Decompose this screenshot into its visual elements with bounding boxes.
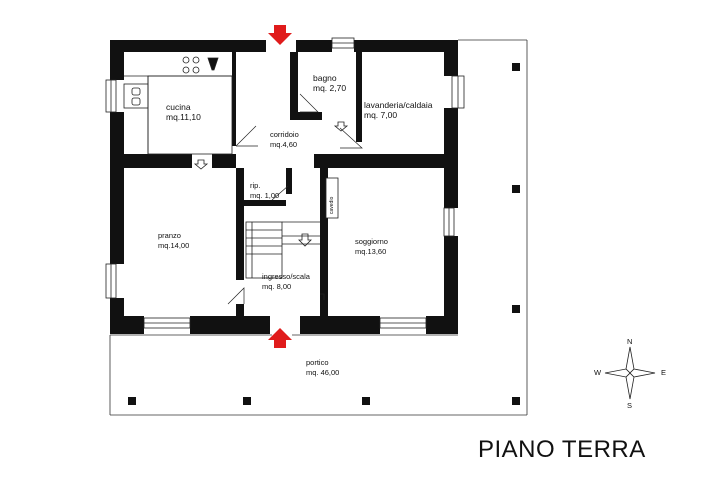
room-name: portico	[306, 358, 329, 367]
compass-west-label: W	[594, 368, 602, 377]
room-label-portico: portico mq. 46,00	[306, 358, 339, 378]
room-label-ingresso: ingresso/scala mq. 8,00	[262, 272, 310, 292]
compass-south-label: S	[627, 401, 633, 410]
kitchen-fixtures	[123, 56, 233, 155]
room-name: ingresso/scala	[262, 272, 310, 281]
room-name: cucina	[166, 102, 191, 112]
room-area: mq.4,60	[270, 140, 298, 149]
room-area: mq.14,00	[158, 241, 190, 250]
room-label-rip: rip. mq. 1,00	[250, 181, 279, 201]
bottom-entrance-arrow-icon	[268, 328, 292, 348]
portico-columns	[128, 63, 520, 405]
room-label-soggiorno: soggiorno mq.13,60	[355, 237, 388, 257]
room-name: bagno	[313, 73, 337, 83]
room-area: mq. 7,00	[364, 110, 398, 120]
room-name: soggiorno	[355, 237, 388, 246]
top-entrance-arrow-icon	[268, 25, 292, 45]
room-area: mq.11,10	[166, 112, 201, 122]
room-area: mq. 2,70	[313, 83, 347, 93]
room-area: mq. 1,00	[250, 191, 280, 200]
room-label-pranzo: pranzo mq.14,00	[158, 231, 189, 251]
room-area: mq. 8,00	[262, 282, 292, 291]
room-area: mq.13,60	[355, 247, 387, 256]
cavedio	[325, 177, 339, 219]
room-name: lavanderia/caldaia	[364, 100, 433, 110]
portico-outline	[109, 39, 528, 416]
cavedio-label: cavedio	[329, 196, 335, 214]
room-name: corridoio	[270, 130, 299, 139]
stairs	[193, 121, 349, 300]
compass-north-label: N	[627, 337, 633, 346]
exterior-walls	[110, 40, 458, 334]
door-swings	[227, 93, 363, 305]
room-name: rip.	[250, 181, 261, 190]
compass-east-label: E	[661, 368, 667, 377]
room-label-corridoio: corridoio mq.4,60	[270, 130, 299, 150]
room-label-bagno: bagno mq. 2,70	[313, 73, 346, 93]
room-label-cucina: cucina mq.11,10	[166, 102, 201, 122]
entrance-arrows	[268, 25, 292, 348]
compass-rose-icon	[604, 346, 656, 400]
room-label-lavanderia: lavanderia/caldaia mq. 7,00	[364, 100, 433, 120]
room-area: mq. 46,00	[306, 368, 340, 377]
room-name: pranzo	[158, 231, 181, 240]
interior-walls	[124, 52, 444, 318]
windows	[105, 37, 465, 329]
plan-title: PIANO TERRA	[478, 436, 646, 463]
